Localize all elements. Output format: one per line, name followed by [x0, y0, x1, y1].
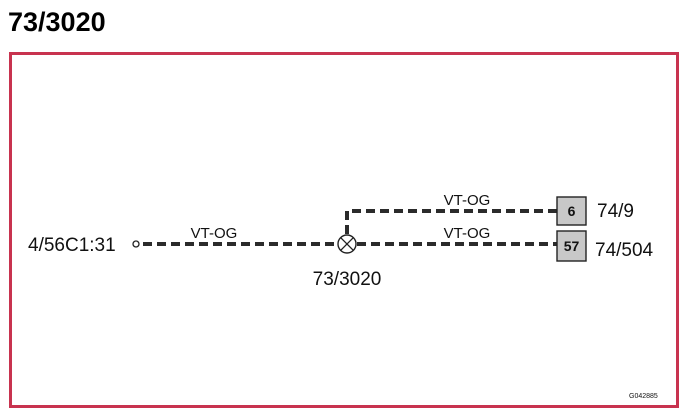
- terminal-connector-label-1: 74/9: [597, 201, 634, 222]
- wire-lower-color: VT-OG: [444, 225, 491, 242]
- image-code: G042885: [629, 393, 658, 400]
- pin-number-6: 6: [568, 203, 576, 219]
- source-connector-label: 4/56C1:31: [28, 235, 116, 256]
- page-title: 73/3020: [8, 7, 106, 37]
- splice-icon: [337, 234, 357, 254]
- pin-box-57: [556, 230, 587, 262]
- source-terminal-icon: [132, 240, 140, 248]
- terminal-connector-label-2: 74/504: [595, 240, 654, 261]
- wire-main-color: VT-OG: [191, 225, 238, 242]
- wire-upper: [345, 209, 557, 234]
- pin-box-6: [556, 196, 587, 226]
- splice-label: 73/3020: [313, 269, 382, 290]
- pin-number-57: 57: [564, 238, 580, 254]
- diagram-frame: [9, 52, 679, 408]
- wire-upper-color: VT-OG: [444, 192, 491, 209]
